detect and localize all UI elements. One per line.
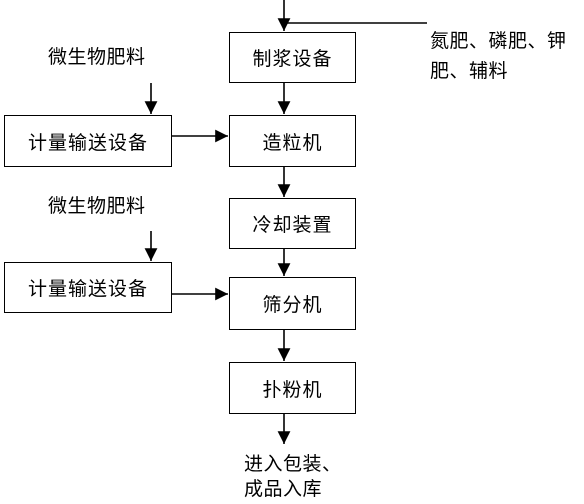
- powdering-machine-box: 扑粉机: [229, 362, 356, 414]
- microbial-fertilizer-label-1: 微生物肥料: [48, 46, 146, 68]
- granulator-label: 造粒机: [262, 131, 323, 154]
- powdering-machine-label: 扑粉机: [262, 378, 323, 401]
- pulping-equipment-box: 制浆设备: [229, 32, 356, 83]
- raw-materials-line-2: 肥、辅料: [430, 60, 509, 82]
- granulator-box: 造粒机: [229, 115, 356, 167]
- output-line-1: 进入包装、: [244, 453, 342, 475]
- metering-conveyor-box-2: 计量输送设备: [4, 262, 172, 313]
- screening-machine-label: 筛分机: [262, 294, 323, 316]
- metering-conveyor-label-1: 计量输送设备: [27, 131, 148, 154]
- metering-conveyor-label-2: 计量输送设备: [27, 278, 148, 300]
- cooling-device-label: 冷却装置: [252, 214, 333, 236]
- metering-conveyor-box-1: 计量输送设备: [4, 115, 172, 167]
- raw-materials-line-1: 氮肥、磷肥、钾: [430, 30, 567, 52]
- pulping-equipment-label: 制浆设备: [252, 48, 333, 70]
- output-line-2: 成品入库: [244, 478, 323, 500]
- cooling-device-box: 冷却装置: [229, 198, 356, 249]
- screening-machine-box: 筛分机: [229, 277, 356, 330]
- microbial-fertilizer-label-2: 微生物肥料: [48, 195, 146, 217]
